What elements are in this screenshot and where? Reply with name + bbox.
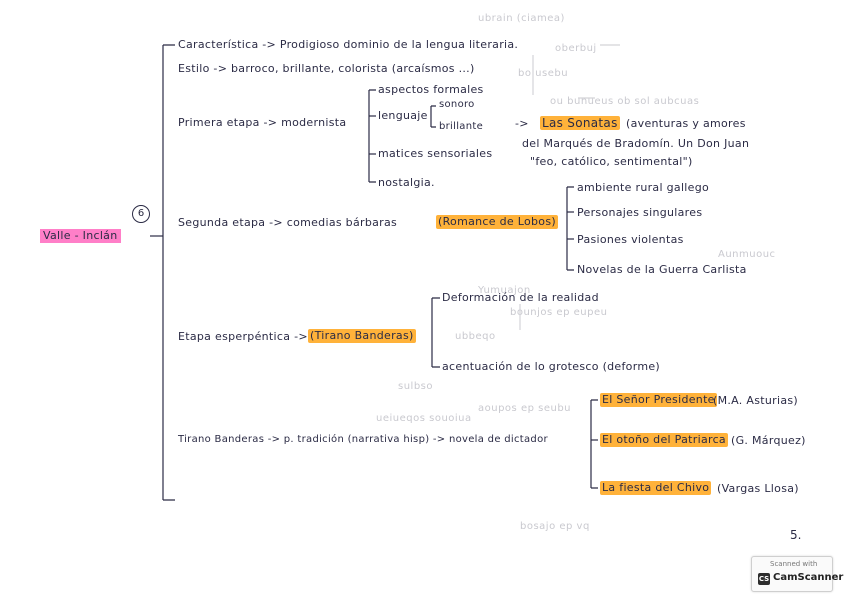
bleed-text: bosajo ep vq	[520, 521, 590, 532]
camscanner-badge: Scanned with CS CamScanner	[751, 556, 843, 592]
sonatas-desc-line-2: del Marqués de Bradomín. Un Don Juan	[522, 137, 750, 150]
camscanner-logo-icon: CS	[758, 573, 770, 585]
sonatas-desc-line-3: "feo, católico, sentimental")	[530, 155, 693, 168]
root-topic-label: Valle - Inclán	[40, 229, 121, 243]
segunda-etapa-label: Segunda etapa -> comedias bárbaras	[178, 216, 398, 229]
caracteristica-line: Característica -> Prodigioso dominio de …	[178, 38, 519, 51]
nostalgia-item: nostalgia.	[378, 176, 435, 189]
bleed-text: oberbuj	[555, 43, 597, 54]
bleed-text: bounjos ep eupeu	[510, 307, 608, 318]
brillante-item: brillante	[439, 121, 484, 132]
scanned-with-text: Scanned with	[770, 560, 818, 568]
novel-author: (Vargas Llosa)	[717, 482, 799, 495]
bleed-text: aoupos ep seubu	[478, 403, 572, 414]
aspectos-formales: aspectos formales	[378, 83, 484, 96]
romance-de-lobos: (Romance de Lobos)	[436, 215, 558, 229]
sonatas-desc-line-1: (aventuras y amores	[626, 117, 746, 130]
tirano-banderas-line: Tirano Banderas -> p. tradición (narrati…	[178, 434, 548, 445]
bleed-text: ueiueqos souoiua	[376, 413, 472, 424]
bleed-text: ou bunueus ob sol aubcuas	[550, 96, 700, 107]
segunda-item: Pasiones violentas	[577, 233, 684, 246]
primera-etapa-label: Primera etapa -> modernista	[178, 116, 347, 129]
section-number: 6	[132, 205, 150, 223]
novel-title: La fiesta del Chivo	[600, 481, 712, 495]
bleed-text: ubrain (ciamea)	[478, 13, 565, 24]
bleed-text: ubbeqo	[455, 331, 496, 342]
sonoro-item: sonoro	[439, 99, 475, 110]
esperpentica-item: Deformación de la realidad	[442, 291, 599, 304]
estilo-line: Estilo -> barroco, brillante, colorista …	[178, 62, 475, 75]
segunda-item: ambiente rural gallego	[577, 181, 710, 194]
tirano-banderas-highlight: (Tirano Banderas)	[308, 329, 416, 343]
novel-title: El otoño del Patriarca	[600, 433, 728, 447]
segunda-item: Personajes singulares	[577, 206, 703, 219]
bleed-text: sulbso	[398, 381, 434, 392]
camscanner-brand: CamScanner	[773, 572, 844, 583]
bleed-text: Aunmuouc	[718, 249, 776, 260]
bleed-text: bo usebu	[518, 68, 569, 79]
bleed-text: Yumuajon	[478, 285, 531, 296]
esperpentica-item: acentuación de lo grotesco (deforme)	[442, 360, 661, 373]
esperpentica-label: Etapa esperpéntica ->	[178, 330, 308, 343]
page-number: 5.	[790, 528, 802, 542]
segunda-item: Novelas de la Guerra Carlista	[577, 263, 747, 276]
sonatas-arrow: ->	[515, 117, 529, 130]
matices-sensoriales: matices sensoriales	[378, 147, 493, 160]
novel-author: (M.A. Asturias)	[713, 394, 798, 407]
lenguaje-label: lenguaje	[378, 109, 428, 122]
novel-author: (G. Márquez)	[731, 434, 806, 447]
sonatas-title: Las Sonatas	[540, 116, 620, 130]
novel-title: El Señor Presidente	[600, 393, 717, 407]
